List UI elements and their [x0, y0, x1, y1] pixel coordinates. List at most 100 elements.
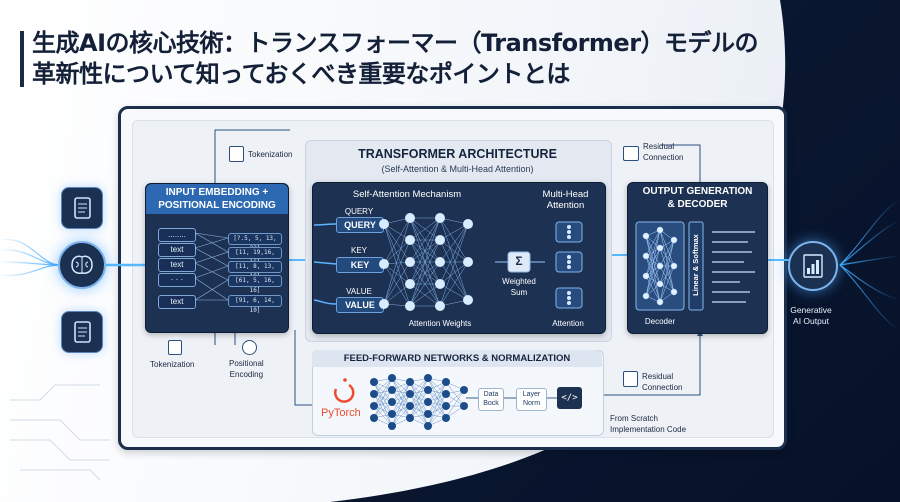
- ffn-node: [442, 402, 450, 410]
- page-title-line-1: 生成AIの核心技術：トランスフォーマー（Transformer）モデルの: [32, 29, 759, 57]
- network-connection: [659, 239, 675, 267]
- ffn-node: [460, 402, 468, 410]
- network-connection: [373, 377, 393, 419]
- attention-node: [435, 213, 445, 223]
- network-connection: [659, 265, 675, 293]
- decoder-node: [656, 280, 664, 288]
- ffn-node: [388, 374, 396, 382]
- decoder-node: [642, 252, 650, 260]
- network-connection: [427, 405, 447, 427]
- network-connection: [439, 261, 469, 307]
- scratch-code-label: From Scratch Implementation Code: [610, 413, 686, 435]
- ffn-title: FEED-FORWARD NETWORKS & NORMALIZATION: [343, 353, 571, 364]
- ffn-node: [424, 398, 432, 406]
- network-connection: [383, 283, 411, 305]
- residual-connection-icon: [623, 146, 639, 161]
- attention-node: [435, 301, 445, 311]
- query-box: QUERY: [336, 217, 384, 233]
- network-connection: [645, 229, 661, 297]
- ffn-node: [406, 402, 414, 410]
- residual-top-line-1: Residual: [643, 142, 675, 151]
- clipboard-icon: [168, 340, 182, 355]
- network-connection: [383, 261, 411, 305]
- attention-node: [405, 301, 415, 311]
- network-connection: [409, 377, 429, 407]
- network-connection: [659, 229, 675, 293]
- network-connection: [383, 223, 411, 285]
- positional-encoding-label: Positional Encoding: [229, 358, 264, 380]
- residual-bottom-label: Residual Connection: [642, 371, 682, 393]
- ffn-node: [370, 402, 378, 410]
- token-chip: · · ·: [158, 273, 196, 287]
- network-connection: [409, 217, 441, 263]
- positional-encoding-line-1: Positional: [229, 359, 264, 368]
- attention-head-node: [567, 265, 571, 269]
- ffn-node: [424, 374, 432, 382]
- network-connection: [645, 235, 661, 267]
- network-connection: [439, 239, 469, 263]
- attention-head-node: [567, 260, 571, 264]
- attention-node: [435, 257, 445, 267]
- network-connection: [645, 265, 661, 297]
- network-connection: [383, 263, 411, 307]
- network-connection: [645, 229, 661, 277]
- ffn-node: [424, 422, 432, 430]
- network-connection: [373, 377, 393, 395]
- data-block-box: Data Bock: [478, 388, 504, 411]
- network-connection: [445, 389, 465, 407]
- scratch-code-line-2: Implementation Code: [610, 425, 687, 434]
- network-connection: [439, 239, 469, 301]
- network-connection: [383, 223, 411, 263]
- network-connection: [645, 255, 661, 303]
- token-chip: text: [158, 243, 196, 257]
- page-title-line-2: 革新性について知っておくべき重要なポイントとは: [32, 60, 570, 88]
- network-connection: [427, 381, 447, 415]
- input-embedding-heading-line-2: POSITIONAL ENCODING: [158, 200, 276, 211]
- network-connection: [383, 223, 411, 307]
- network-connection: [391, 381, 411, 415]
- network-connection: [439, 261, 469, 285]
- attention-node: [435, 279, 445, 289]
- document-icon: [61, 311, 103, 353]
- brain-icon: [58, 241, 106, 289]
- decoder-node: [656, 244, 664, 252]
- network-connection: [659, 229, 675, 267]
- network-connection: [645, 229, 661, 257]
- network-connection: [439, 223, 469, 263]
- attention-node: [463, 295, 473, 305]
- title-accent-bar: [20, 31, 24, 87]
- attention-head-node: [567, 225, 571, 229]
- positional-encoding-line-2: Encoding: [229, 370, 264, 379]
- ffn-node: [406, 390, 414, 398]
- network-connection: [383, 223, 411, 241]
- key-label: KEY: [350, 246, 367, 255]
- network-connection: [659, 239, 675, 303]
- attention-head-node: [567, 301, 571, 305]
- sigma-icon: Σ: [515, 254, 523, 268]
- attention-head-node: [567, 255, 571, 259]
- token-chip: ........: [158, 228, 196, 242]
- value-label: VALUE: [346, 287, 372, 296]
- network-connection: [645, 255, 661, 285]
- decoder-label: Decoder: [644, 317, 676, 326]
- attention-head-node: [567, 230, 571, 234]
- layer-norm-box: Layer Norm: [516, 388, 547, 411]
- embedding-vector: [91, 6, 14, 10]: [228, 295, 282, 314]
- token-chip: text: [158, 295, 196, 309]
- output-heading-line-1: OUTPUT GENERATION: [642, 186, 753, 197]
- ffn-node: [442, 390, 450, 398]
- output-heading-line-2: & DECODER: [667, 199, 728, 210]
- architecture-subtitle: (Self-Attention & Multi-Head Attention): [381, 164, 534, 174]
- network-connection: [409, 239, 441, 307]
- attention-node: [405, 279, 415, 289]
- scratch-code-line-1: From Scratch: [610, 414, 659, 423]
- weighted-sum-line-1: Weighted: [502, 277, 536, 286]
- attention-weights-label: Attention Weights: [408, 319, 472, 328]
- network-connection: [409, 217, 441, 285]
- attention-node: [463, 257, 473, 267]
- ffn-node: [442, 414, 450, 422]
- network-connection: [383, 217, 411, 265]
- network-connection: [373, 389, 393, 419]
